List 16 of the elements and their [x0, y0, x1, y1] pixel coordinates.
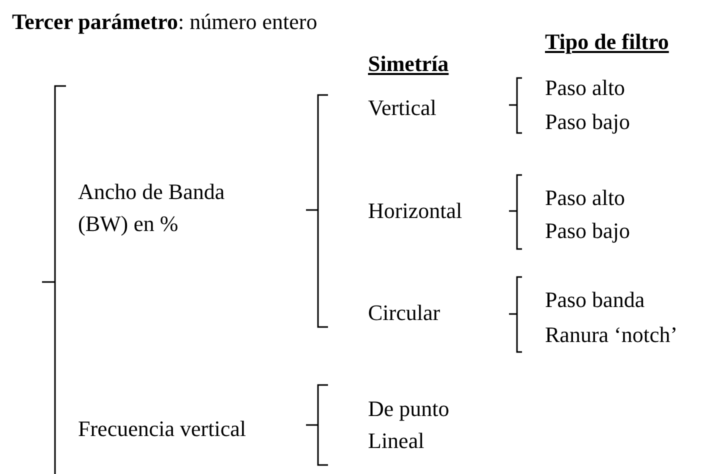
category-label: Paso alto: [545, 184, 626, 212]
category-label: De punto: [368, 395, 450, 423]
category-label: Frecuencia vertical: [78, 415, 246, 443]
category-label: Paso alto: [545, 74, 626, 102]
category-label: Horizontal: [368, 197, 462, 225]
category-label: Lineal: [368, 427, 424, 455]
category-label: Ranura ‘notch’: [545, 321, 678, 349]
category-label: Ancho de Banda (BW) en %: [78, 178, 226, 238]
column-heading: Simetría: [368, 50, 449, 78]
category-label: Paso bajo: [545, 217, 630, 245]
category-label: Vertical: [368, 94, 436, 122]
category-label: Circular: [368, 299, 440, 327]
category-label: Paso banda: [545, 286, 645, 314]
column-heading: Tipo de filtro: [545, 28, 669, 56]
category-label: Paso bajo: [545, 108, 630, 136]
page-title: Tercer parámetro: número entero: [12, 8, 318, 36]
